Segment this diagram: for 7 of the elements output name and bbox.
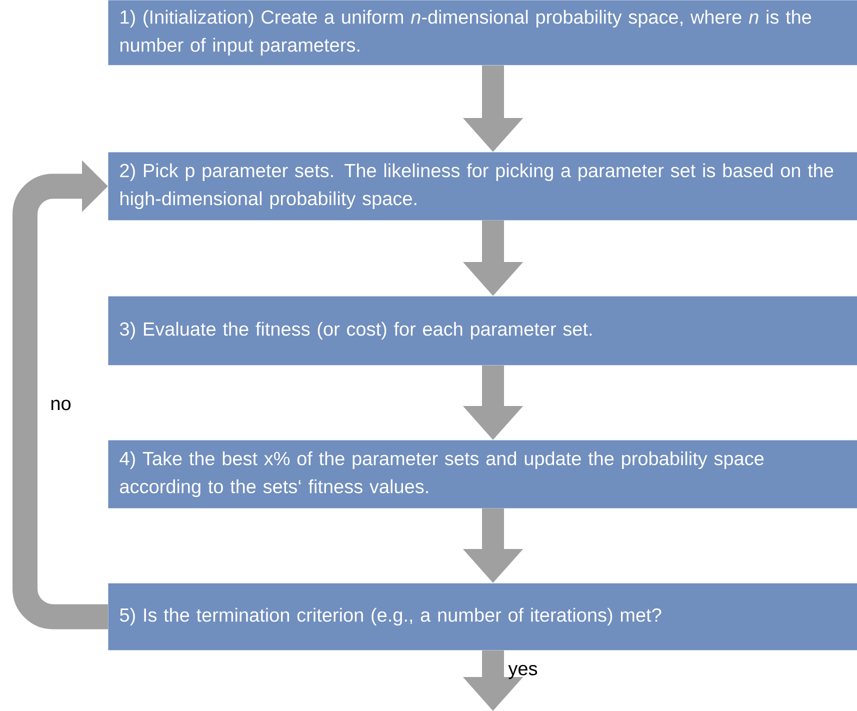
- process-box: 5) Is the termination criterion (e.g., a number of iterations) met?: [108, 583, 857, 650]
- process-box: 2) Pick p parameter sets. The likeliness for picking a parameter set is based on the high-dimensional probability space.: [108, 152, 857, 220]
- edge-label: no: [51, 400, 71, 410]
- edge-label: yes: [508, 664, 538, 680]
- process-box: 4) Take the best x% of the parameter sets and update the probability space according to the sets‘ fitness values.: [108, 440, 857, 508]
- process-box: 1) (Initialization) Create a uniform n-dimensional probability space, where n is the number of input parameters.: [108, 0, 857, 66]
- process-box: 3) Evaluate the fitness (or cost) for each parameter set.: [108, 296, 857, 366]
